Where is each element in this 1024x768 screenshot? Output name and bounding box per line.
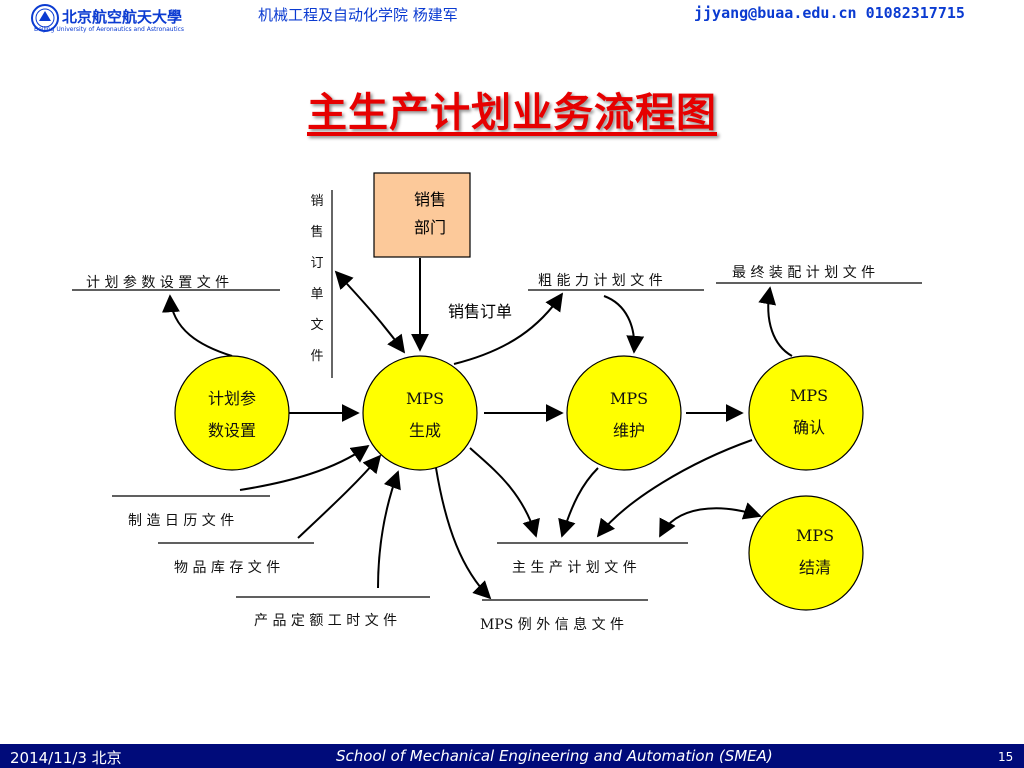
arrow-gen-to-mps-file [469,447,540,538]
footer-page-number: 15 [998,750,1014,764]
sales-dept-label: 销售 部门 [414,190,447,237]
arrow-gen-to-exception-file [435,467,492,600]
mps-file-label: 主 生 产 计 划 文 件 [512,560,637,576]
page-title: 主生产计划业务流程图 [307,90,717,136]
arrow-labor-to-gen [377,470,401,589]
circle-mps-close [748,495,864,611]
inventory-file-label: 物 品 库 存 文 件 [174,560,281,576]
rough-capacity-file-label: 粗 能 力 计 划 文 件 [538,273,663,289]
sales-order-label: 销售订单 [448,302,513,321]
sales-order-file-label: 销 售 订 单 文 件 [310,194,324,364]
mps-gen-label: MPS 生成 [406,389,445,440]
labor-quota-file-label: 产 品 定 额 工 时 文 件 [254,613,398,629]
footer-school: School of Mechanical Engineering and Aut… [336,747,773,765]
arrow-confirm-to-mps-file [596,439,753,538]
circle-plan-param [174,355,290,471]
arrow-confirm-to-final-assembly [758,286,793,357]
final-assembly-file-label: 最 终 装 配 计 划 文 件 [732,265,876,281]
footer-date: 2014/11/3 北京 [10,749,122,767]
plan-param-file-label: 计 划 参 数 设 置 文 件 [86,275,230,291]
mps-exception-file-label: MPS 例 外 信 息 文 件 [480,617,625,633]
sales-dept-box [373,172,471,258]
header-contact: jjyang@buaa.edu.cn 01082317715 [694,4,965,22]
circle-mps-gen [362,355,478,471]
circle-mps-confirm [748,355,864,471]
university-logo-icon [31,4,59,32]
arrow-gen-to-rough-capacity [453,292,564,365]
arrow-calendar-to-gen [239,444,370,491]
circle-mps-maint [566,355,682,471]
arrow-inventory-to-gen [297,454,382,539]
mps-maint-label: MPS 维护 [610,389,649,440]
arrow-rough-capacity-to-maint [603,295,645,354]
arrow-maint-to-mps-file [558,467,599,538]
mps-close-label: MPS 结清 [796,526,835,577]
header-author: 机械工程及自动化学院 杨建军 [258,6,458,24]
university-logo-subtitle: Beijing University of Aeronautics and As… [34,26,185,33]
footer-bar [0,744,1024,768]
calendar-file-label: 制 造 日 历 文 件 [128,513,235,529]
arrow-close-mps-file [659,502,762,538]
arrow-sales-order-file-gen [334,270,406,354]
arrow-param-to-file [161,294,233,357]
mps-confirm-label: MPS 确认 [790,386,829,437]
plan-param-label: 计划参 数设置 [208,389,257,440]
university-logo-text: 北京航空航天大學 [62,8,183,26]
